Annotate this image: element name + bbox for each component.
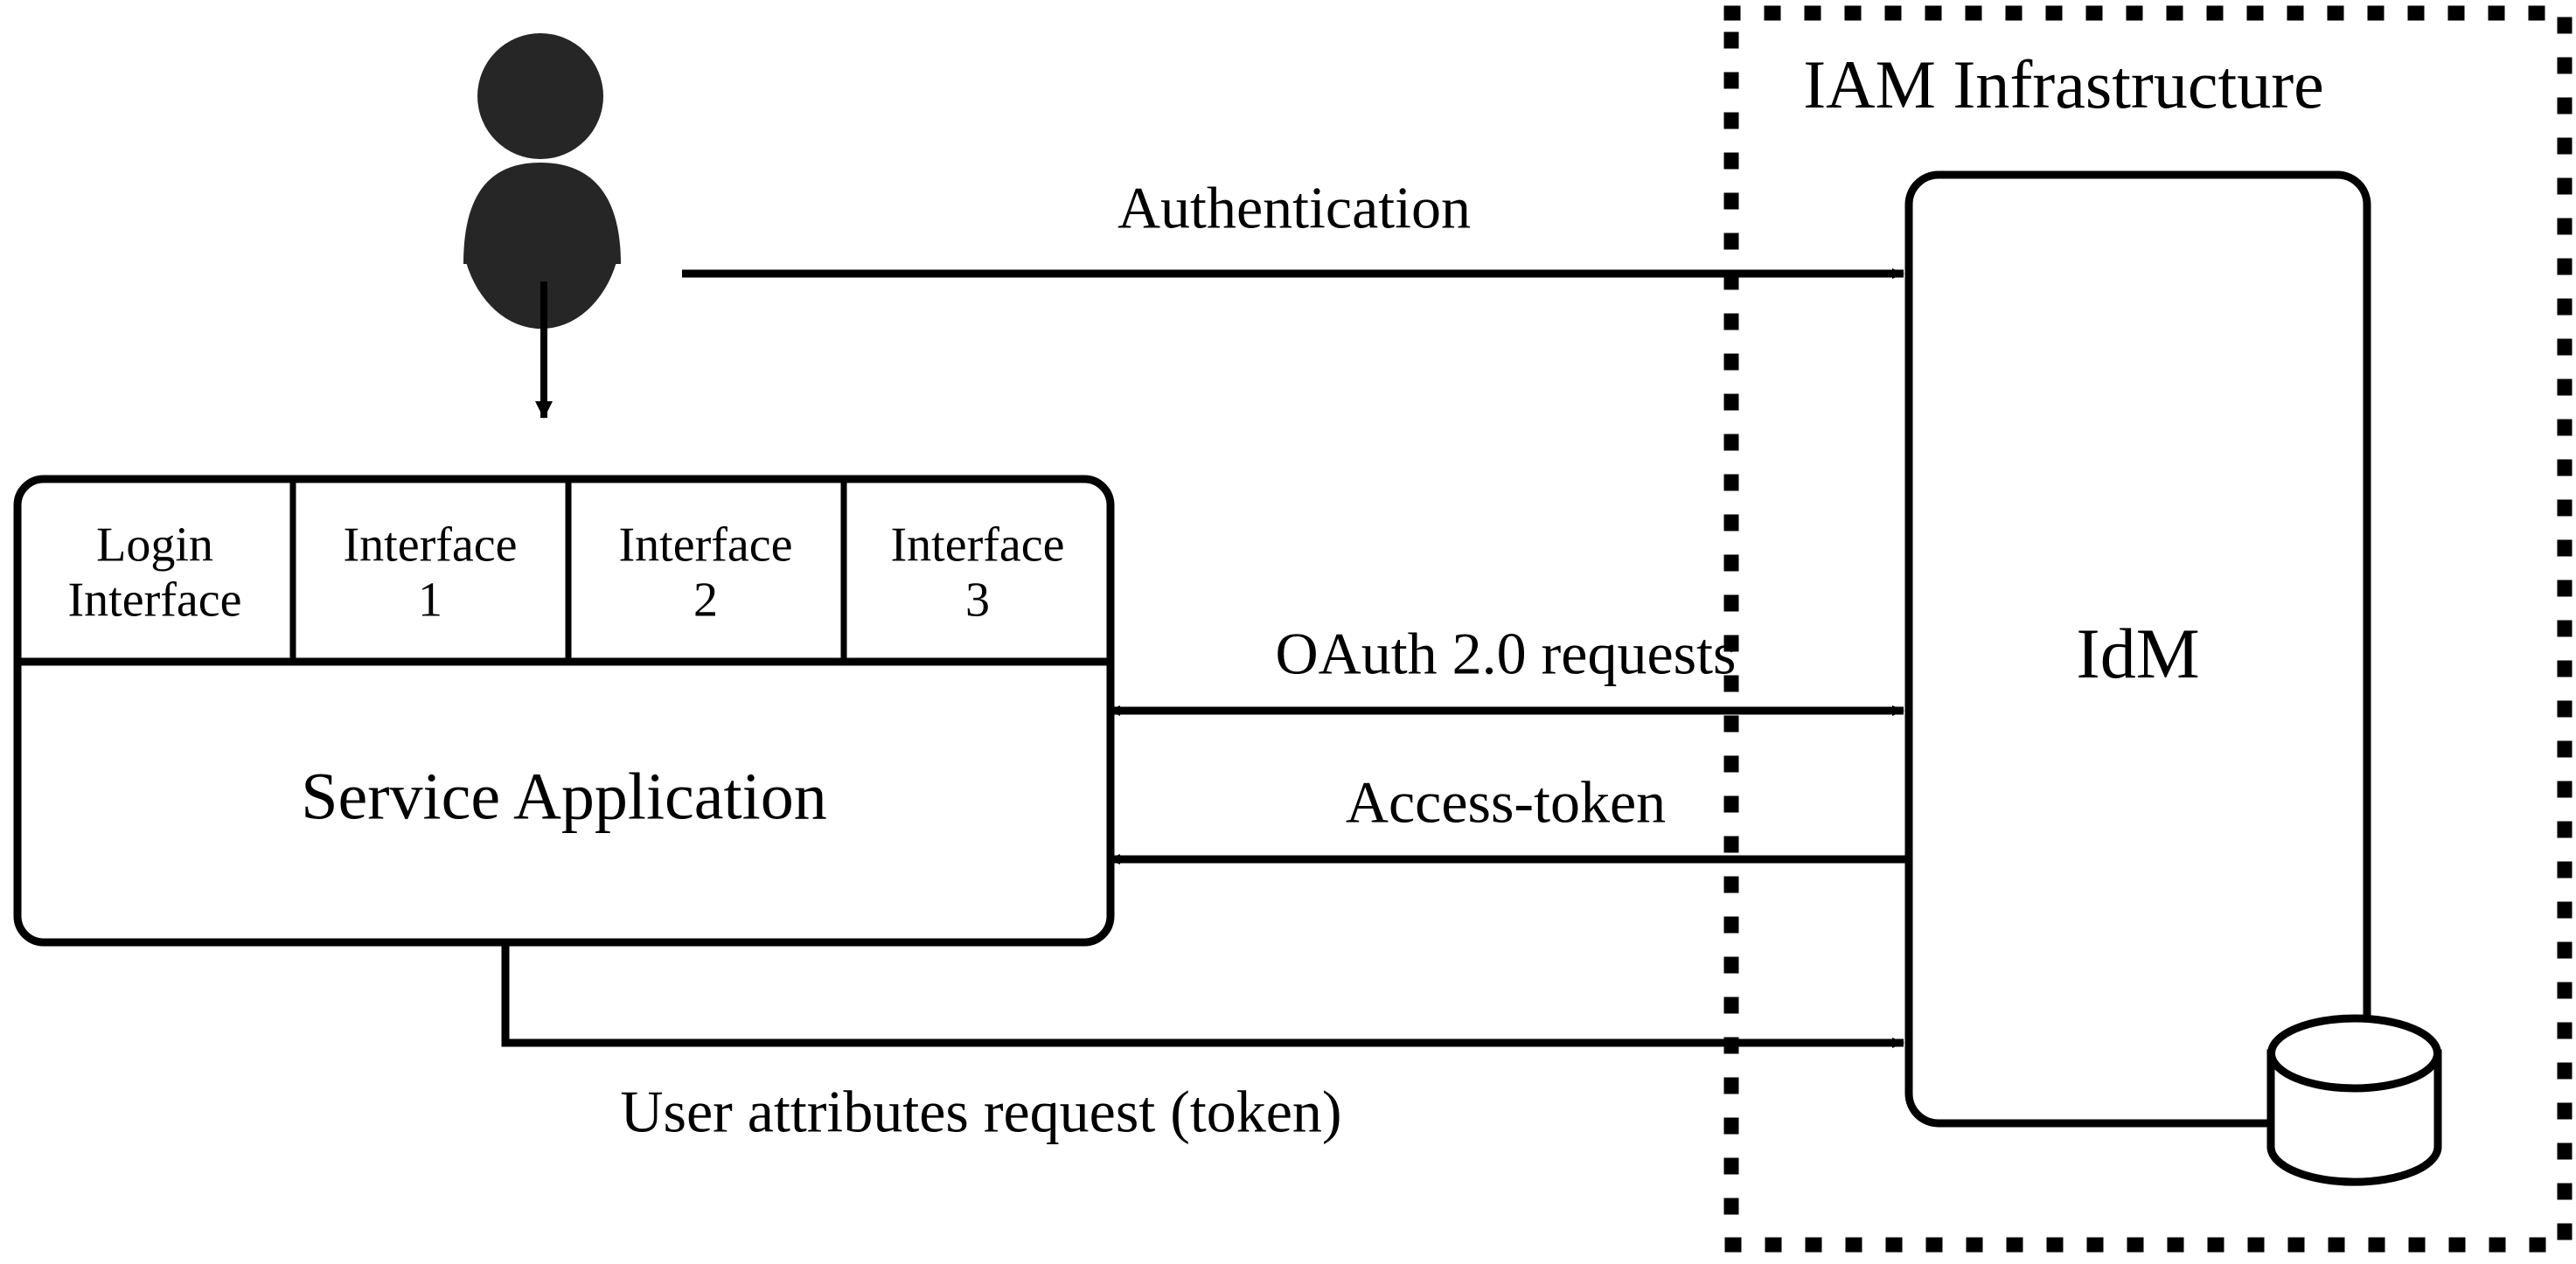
flow-label-access-token: Access-token: [1345, 768, 1667, 836]
user-person-icon: [463, 33, 621, 330]
idm-label: IdM: [2076, 614, 2200, 693]
service-application-label: Service Application: [301, 760, 827, 834]
idm-box: [1904, 170, 2371, 1128]
interface-cell-3-line1: Interface: [890, 517, 1065, 573]
interface-cell-1: Interface 1: [344, 517, 518, 627]
flow-label-authentication: Authentication: [1117, 174, 1472, 241]
interface-cell-1-line1: Interface: [343, 517, 518, 573]
interface-cell-login-line2: Interface: [67, 573, 242, 627]
interface-cell-login-line1: Login: [96, 517, 213, 573]
interface-cell-1-line2: 1: [418, 573, 442, 627]
database-cylinder-icon: [2266, 1014, 2442, 1186]
interface-cell-login: Login Interface: [68, 517, 242, 627]
interface-cell-3-line2: 3: [965, 573, 990, 627]
interface-cell-2-line2: 2: [693, 573, 718, 627]
flow-label-oauth-requests: OAuth 2.0 requests: [1275, 620, 1737, 687]
service-application-box: [13, 475, 1115, 947]
iam-infrastructure-title: IAM Infrastructure: [1803, 46, 2324, 122]
interface-cell-2-line1: Interface: [618, 517, 793, 573]
flow-label-user-attributes: User attributes request (token): [620, 1078, 1342, 1145]
interface-cell-3: Interface 3: [891, 517, 1065, 627]
interface-cell-2: Interface 2: [619, 517, 793, 627]
flow-user-attributes-arrow: [501, 939, 1904, 1048]
iam-infrastructure-boundary: [1723, 5, 2573, 1253]
